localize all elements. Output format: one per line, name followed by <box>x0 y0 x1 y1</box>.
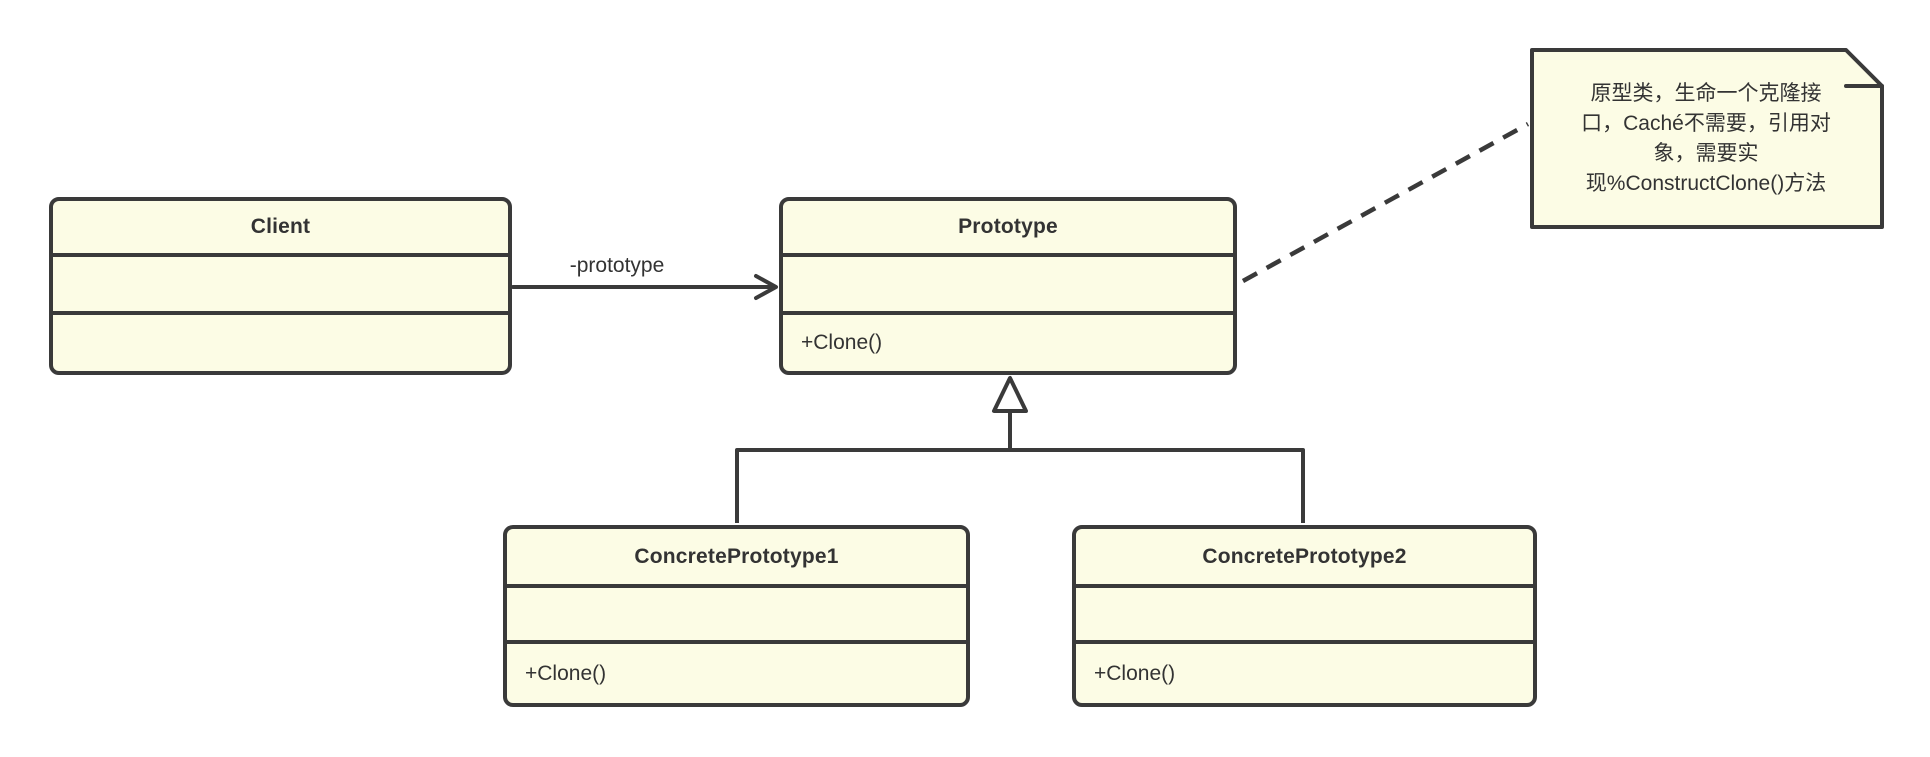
class-name-client: Client <box>53 201 508 257</box>
note-shape[interactable] <box>1530 48 1884 229</box>
class-attributes-client <box>53 257 508 315</box>
class-attributes-concreteprototype1 <box>507 588 966 644</box>
class-box-concreteprototype2[interactable]: ConcretePrototype2 +Clone() <box>1072 525 1537 707</box>
note-line: 原型类，生命一个克隆接 <box>1590 81 1822 105</box>
open-arrowhead-icon <box>754 274 778 300</box>
class-methods-concreteprototype1: +Clone() <box>525 661 607 685</box>
class-methods-prototype: +Clone() <box>801 331 883 354</box>
generalization-edges[interactable] <box>735 412 1305 523</box>
class-name-concreteprototype1: ConcretePrototype1 <box>507 529 966 588</box>
class-attributes-concreteprototype2 <box>1076 588 1533 644</box>
association-edge-client-prototype[interactable] <box>511 274 778 300</box>
hollow-triangle-arrowhead-icon <box>992 376 1028 413</box>
note-line: 现%ConstructClone()方法 <box>1585 171 1827 195</box>
class-name-concreteprototype2: ConcretePrototype2 <box>1076 529 1533 588</box>
note-text: 原型类，生命一个克隆接 口，Caché不需要，引用对 象，需要实 现%Const… <box>1534 52 1878 225</box>
class-methods-client <box>53 315 508 371</box>
note-line: 口，Caché不需要，引用对 <box>1581 111 1831 135</box>
class-box-prototype[interactable]: Prototype +Clone() <box>779 197 1237 375</box>
class-box-client[interactable]: Client <box>49 197 512 375</box>
association-label: -prototype <box>569 254 665 277</box>
note-dashed-edge[interactable] <box>1241 122 1530 283</box>
class-methods-concreteprototype2: +Clone() <box>1094 661 1176 685</box>
class-box-concreteprototype1[interactable]: ConcretePrototype1 +Clone() <box>503 525 970 707</box>
note-line: 象，需要实 <box>1653 141 1759 165</box>
class-name-prototype: Prototype <box>783 201 1233 257</box>
class-attributes-prototype <box>783 257 1233 315</box>
